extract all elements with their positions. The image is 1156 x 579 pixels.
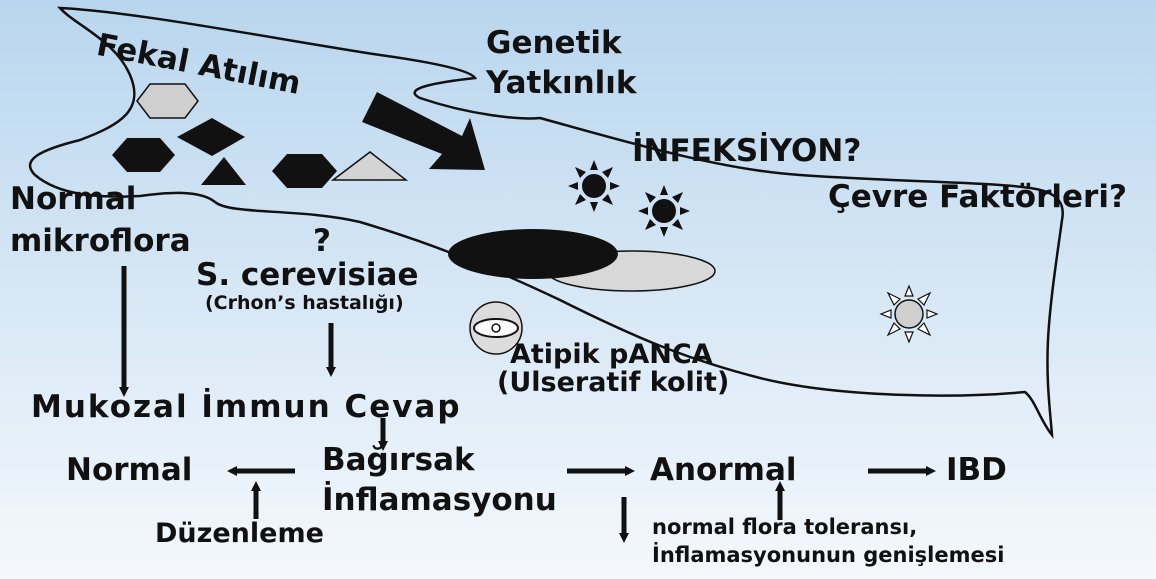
yatkinlik-label: Yatkınlık [486, 68, 637, 99]
ellipse-icon [448, 229, 618, 279]
normal-mikroflora-label-2: mikroflora [10, 226, 191, 257]
mukozal-immun-cevap-label: Mukozal İmmun Cevap [31, 392, 462, 423]
ulseratif-kolit-label: (Ulseratif kolit) [497, 369, 729, 396]
bagirsak-label-1: Bağırsak [322, 445, 475, 476]
duzenleme-label: Düzenleme [155, 520, 324, 547]
sun-icon [881, 286, 937, 342]
genetik-label: Genetik [486, 28, 622, 59]
ibd-label: IBD [946, 455, 1007, 486]
question-mark-label: ? [313, 226, 331, 257]
hexagon-icon [137, 84, 198, 118]
normal-label: Normal [66, 455, 192, 486]
normal-mikroflora-label-1: Normal [10, 184, 136, 215]
tolerans-label-2: İnflamasyonunun genişlemesi [652, 545, 1004, 566]
cevre-faktorleri-label: Çevre Faktörleri? [828, 182, 1127, 213]
tolerans-label-1: normal flora toleransı, [652, 517, 917, 538]
bagirsak-label-2: İnflamasyonu [322, 485, 557, 516]
sun-icon [638, 185, 690, 237]
atipik-panca-label: Atipik pANCA [510, 341, 713, 368]
sun-icon [568, 160, 620, 212]
crhons-label: (Crhon’s hastalığı) [205, 294, 404, 313]
s-cerevisiae-label: S. cerevisiae [196, 260, 418, 291]
anormal-label: Anormal [650, 455, 797, 486]
infeksiyon-label: İNFEKSİYON? [632, 136, 861, 167]
